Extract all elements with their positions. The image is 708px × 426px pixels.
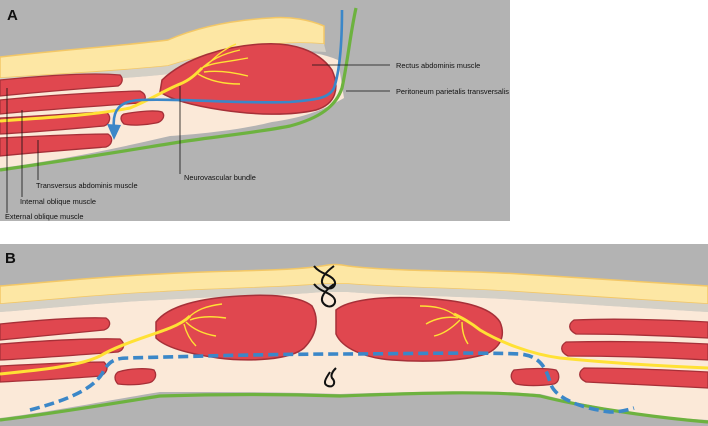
internal-oblique-muscle-left [0, 338, 125, 361]
peritoneum-parietalis-line [0, 7, 358, 172]
panel-a-letter: A [7, 7, 18, 24]
panel-b-illustration: B [0, 244, 708, 426]
suture-bottom [323, 367, 337, 388]
suture-top [313, 265, 336, 290]
panel-b-letter: B [5, 250, 16, 267]
label-peritoneum: Peritoneum parietalis transversalis [396, 87, 509, 96]
transversus-abdominis-muscle-right [579, 367, 708, 389]
external-oblique-muscle-top [0, 73, 123, 97]
label-neurovascular-bundle: Neurovascular bundle [184, 173, 256, 182]
external-oblique-muscle-left [0, 317, 111, 341]
neurovascular-bundle-nerve [0, 66, 204, 123]
nerve-branches-left [183, 303, 227, 347]
panel-a-illustration: A Rectus abdominis muscle Peritoneum par… [0, 0, 510, 221]
neurovascular-bundle-nerve-left [0, 314, 192, 376]
internal-oblique-muscle [0, 111, 111, 135]
label-transversus-abdominis: Transversus abdominis muscle [36, 181, 138, 190]
transversus-abdominis-muscle [0, 133, 113, 157]
panel-b: B [0, 244, 708, 426]
dissection-plane-dashed-line [29, 351, 635, 414]
transversus-muscle-medial-end [120, 110, 165, 126]
label-external-oblique: External oblique muscle [5, 212, 83, 221]
label-rectus-abdominis: Rectus abdominis muscle [396, 61, 480, 70]
panel-a: A Rectus abdominis muscle Peritoneum par… [0, 0, 510, 221]
suture-middle [313, 283, 336, 308]
rectus-abdominis-muscle [159, 42, 337, 115]
nerve-branches [197, 43, 249, 85]
subcutaneous-fat-layer [0, 263, 708, 305]
anterior-fascia [0, 284, 708, 312]
label-internal-oblique: Internal oblique muscle [20, 197, 96, 206]
dissection-arrowhead [107, 124, 121, 140]
neurovascular-bundle-nerve-right [453, 312, 708, 370]
dissection-arrow-line [112, 9, 344, 129]
transversus-muscle-medial-left [114, 368, 157, 386]
transversus-abdominis-muscle-left [0, 361, 108, 383]
transversus-muscle-medial-right [510, 367, 560, 387]
leader-lines [6, 64, 390, 213]
nerve-branches-right [419, 305, 469, 345]
external-oblique-muscle-right [569, 318, 708, 339]
internal-oblique-muscle-right [561, 340, 708, 361]
